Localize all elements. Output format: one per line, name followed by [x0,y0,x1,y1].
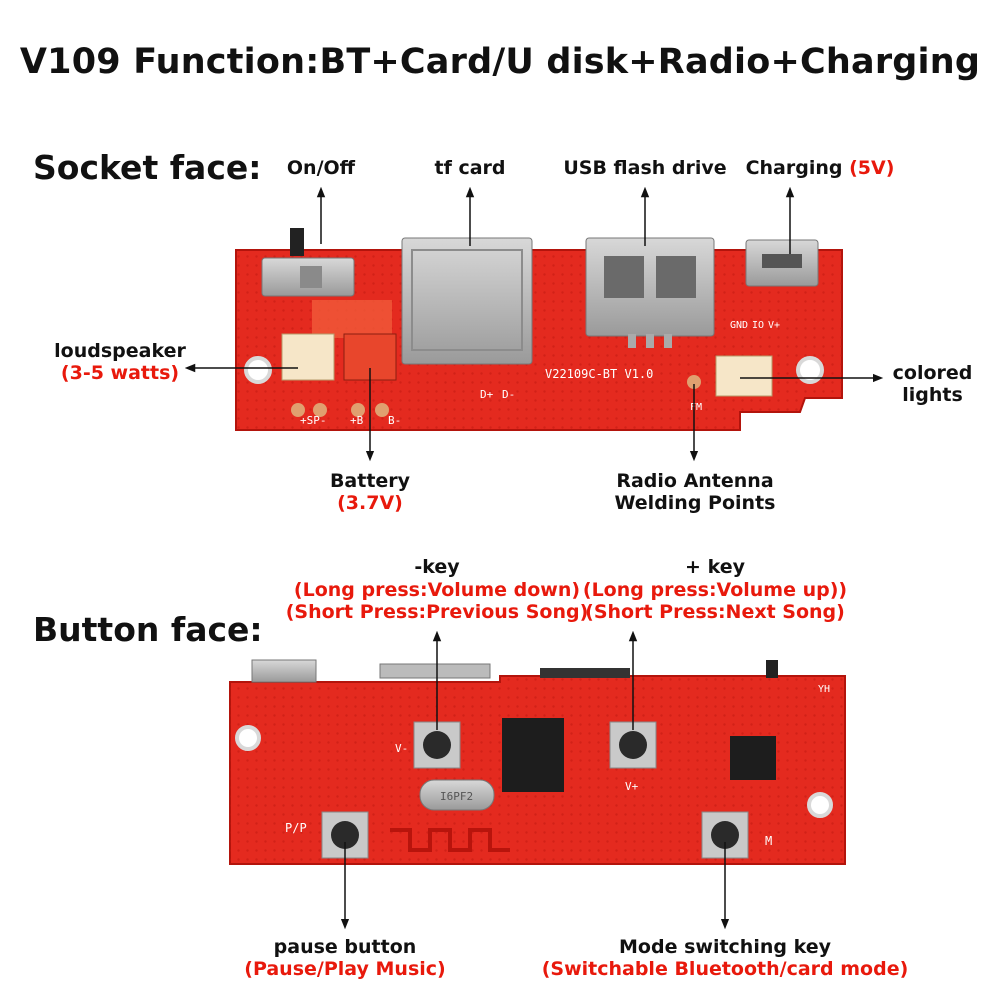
silk-v-plus: V+ [625,780,639,793]
socket-face-heading: Socket face: [33,148,262,187]
silk-b-plus: +B [350,414,364,427]
label-plus-short: (Short Press:Next Song) [585,601,845,623]
crystal [419,779,495,811]
main-ic [502,718,564,792]
label-radio-2: Welding Points [614,492,776,514]
switch-lever [290,228,304,256]
silk-fm: FM [690,402,702,413]
tf-slot-edge [379,663,491,679]
label-pause: pause button [273,936,417,958]
label-pause-desc: (Pause/Play Music) [244,958,446,980]
label-charging-text: Charging [745,157,843,179]
label-minus-short: (Short Press:Previous Song) [285,601,589,623]
label-charging: Charging (5V) [730,157,910,179]
silk-gnd: GND [730,320,748,331]
page-title: V109 Function:BT+Card/U disk+Radio+Charg… [19,42,981,82]
label-mode-desc: (Switchable Bluetooth/card mode) [541,958,909,980]
silk-io: IO [752,320,764,331]
silk-yh: YH [818,684,830,695]
silk-m: M [765,834,772,848]
switch-edge [766,660,778,678]
silk-crystal: I6PF2 [440,790,473,803]
silk-d-plus: D+ [480,388,494,401]
pause-button-switch [321,811,369,859]
button-face-heading: Button face: [33,610,263,649]
label-on-off: On/Off [286,157,356,179]
label-radio-1: Radio Antenna [616,470,774,492]
silk-sp: +SP- [300,414,327,427]
socket-face-board: +SP- +B B- D+ D- V22109C-BT V1.0 FM V+ I… [235,228,843,431]
label-minus-long: (Long press:Volume down) [293,579,581,601]
mount-hole [796,356,824,384]
label-loudspeaker: loudspeaker [54,340,186,362]
label-battery: Battery [329,470,411,492]
button-face-board: I6PF2 P/P M V- V+ YH [229,659,846,865]
label-loudspeaker-power: (3-5 watts) [60,362,180,384]
label-plus-long: (Long press:Volume up)) [582,579,848,601]
label-mode: Mode switching key [619,936,831,958]
silk-v-plus: V+ [768,320,780,331]
label-plus-key: + key [685,556,745,578]
silk-d-minus: D- [502,388,515,401]
silk-pp: P/P [285,821,307,835]
speaker-connector [281,333,335,381]
callout-arrows [184,186,884,930]
label-charging-voltage: (5V) [849,157,895,179]
micro-usb-edge [251,659,317,683]
label-tf-card: tf card [434,157,506,179]
silk-b-minus: B- [388,414,401,427]
silk-v-minus: V- [395,742,408,755]
label-lights: lights [902,384,963,406]
label-usb-flash: USB flash drive [563,157,727,179]
label-colored: colored [892,362,973,384]
tf-card-slot [401,237,533,365]
lights-connector [715,355,773,397]
usb-edge [540,668,630,678]
silk-model: V22109C-BT V1.0 [545,367,653,381]
label-minus-key: -key [414,556,460,578]
mount-hole [244,356,272,384]
amp-ic [730,736,776,780]
label-battery-voltage: (3.7V) [337,492,403,514]
